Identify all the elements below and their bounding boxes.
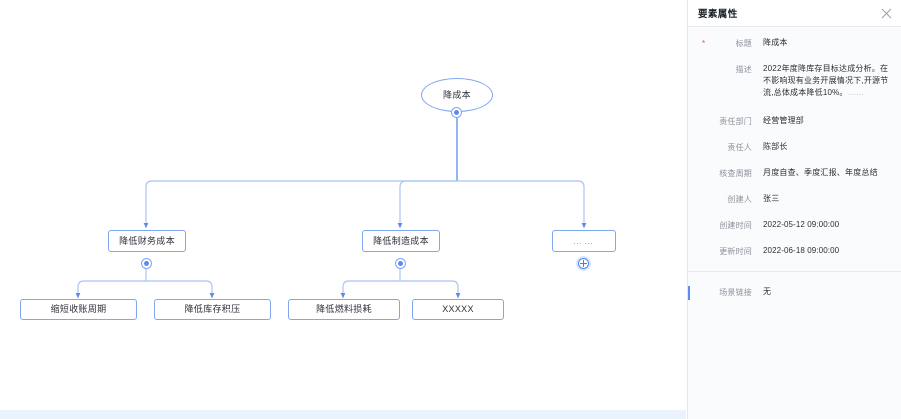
field-label: 创建时间 [719,221,752,230]
field-creator: 创建人 张三 [688,193,901,206]
dot-icon [144,261,149,266]
tree-node-reduce-manufacturing-cost[interactable]: 降低制造成本 [362,230,440,252]
field-value-text: 2022年度降库存目标达成分析。在不影响现有业务开展情况下,开源节流,总体成本降… [763,64,889,97]
field-value-more: …… [847,88,865,97]
field-label: 更新时间 [719,247,752,256]
panel-title: 要素属性 [698,9,738,20]
tree-node-label: XXXXX [442,304,474,315]
field-label: 描述 [735,65,752,74]
tree-connectors [75,112,587,299]
field-value: 月度自查、季度汇报、年度总结 [763,168,878,177]
field-value: 经营管理部 [763,116,804,125]
tree-node-label: 降成本 [443,89,471,100]
field-title: * 标题 降成本 [688,37,901,50]
panel-header: 要素属性 [688,0,901,27]
field-value: 2022-06-18 09:00:00 [763,246,840,255]
tree-node-label: 缩短收账周期 [50,304,107,315]
dot-icon [454,110,459,115]
field-description: 描述 2022年度降库存目标达成分析。在不影响现有业务开展情况下,开源节流,总体… [688,63,901,99]
tree-node-label: 降低制造成本 [373,235,429,246]
tree-node-reduce-financial-cost[interactable]: 降低财务成本 [108,230,186,252]
field-responsible-department: 责任部门 经营管理部 [688,115,901,128]
field-label: 场景链接 [719,288,752,297]
node-expand-toggle-ellipsis[interactable] [578,258,589,269]
tree-node-placeholder[interactable]: XXXXX [412,299,504,320]
dot-icon [398,261,403,266]
field-value: 2022-05-12 09:00:00 [763,220,840,229]
tree-node-reduce-fuel-loss[interactable]: 降低燃料损耗 [288,299,400,320]
field-review-cycle: 核查周期 月度自查、季度汇报、年度总结 [688,167,901,180]
field-value: 陈部长 [763,142,788,151]
field-label: 责任部门 [719,117,752,126]
panel-accent-bar [688,286,690,300]
tree-node-reduce-inventory-backlog[interactable]: 降低库存积压 [154,299,271,320]
field-label: 核查周期 [719,169,752,178]
node-collapse-toggle-financial[interactable] [141,258,152,269]
tree-node-ellipsis[interactable]: …… [552,230,616,252]
tree-node-label: 降低燃料损耗 [316,304,372,315]
field-label: 责任人 [727,143,752,152]
element-properties-panel: 要素属性 * 标题 降成本 描述 2022年度降库存目标达成分析。在不影响现有业… [687,0,901,419]
field-value: 2022年度降库存目标达成分析。在不影响现有业务开展情况下,开源节流,总体成本降… [763,63,889,99]
node-collapse-toggle-manufacturing[interactable] [395,258,406,269]
field-label: 创建人 [727,195,752,204]
field-value: 张三 [763,194,780,203]
field-value: 降成本 [763,38,788,47]
tree-node-shorten-collection-cycle[interactable]: 缩短收账周期 [20,299,137,320]
node-collapse-toggle-root[interactable] [451,107,462,118]
tree-node-label: 降低库存积压 [184,304,241,315]
mindmap-canvas[interactable]: 降成本 降低财务成本 降低制造成本 …… 缩短收账周期 降低库存积压 [0,0,686,410]
plus-icon [580,260,587,267]
field-label: * 标题 [694,37,752,50]
required-marker: * [702,39,706,48]
close-icon[interactable] [879,6,893,20]
tree-node-label: …… [573,235,595,246]
field-scene-link: 场景链接 无 [688,286,901,299]
field-value: 无 [763,287,772,296]
field-created-time: 创建时间 2022-05-12 09:00:00 [688,219,901,232]
panel-body: * 标题 降成本 描述 2022年度降库存目标达成分析。在不影响现有业务开展情况… [688,27,901,299]
field-responsible-person: 责任人 陈部长 [688,141,901,154]
tree-node-label: 降低财务成本 [119,235,175,246]
panel-divider [688,271,901,272]
field-label-text: 标题 [735,39,752,48]
canvas-bottom-strip [0,410,686,419]
field-updated-time: 更新时间 2022-06-18 09:00:00 [688,245,901,258]
